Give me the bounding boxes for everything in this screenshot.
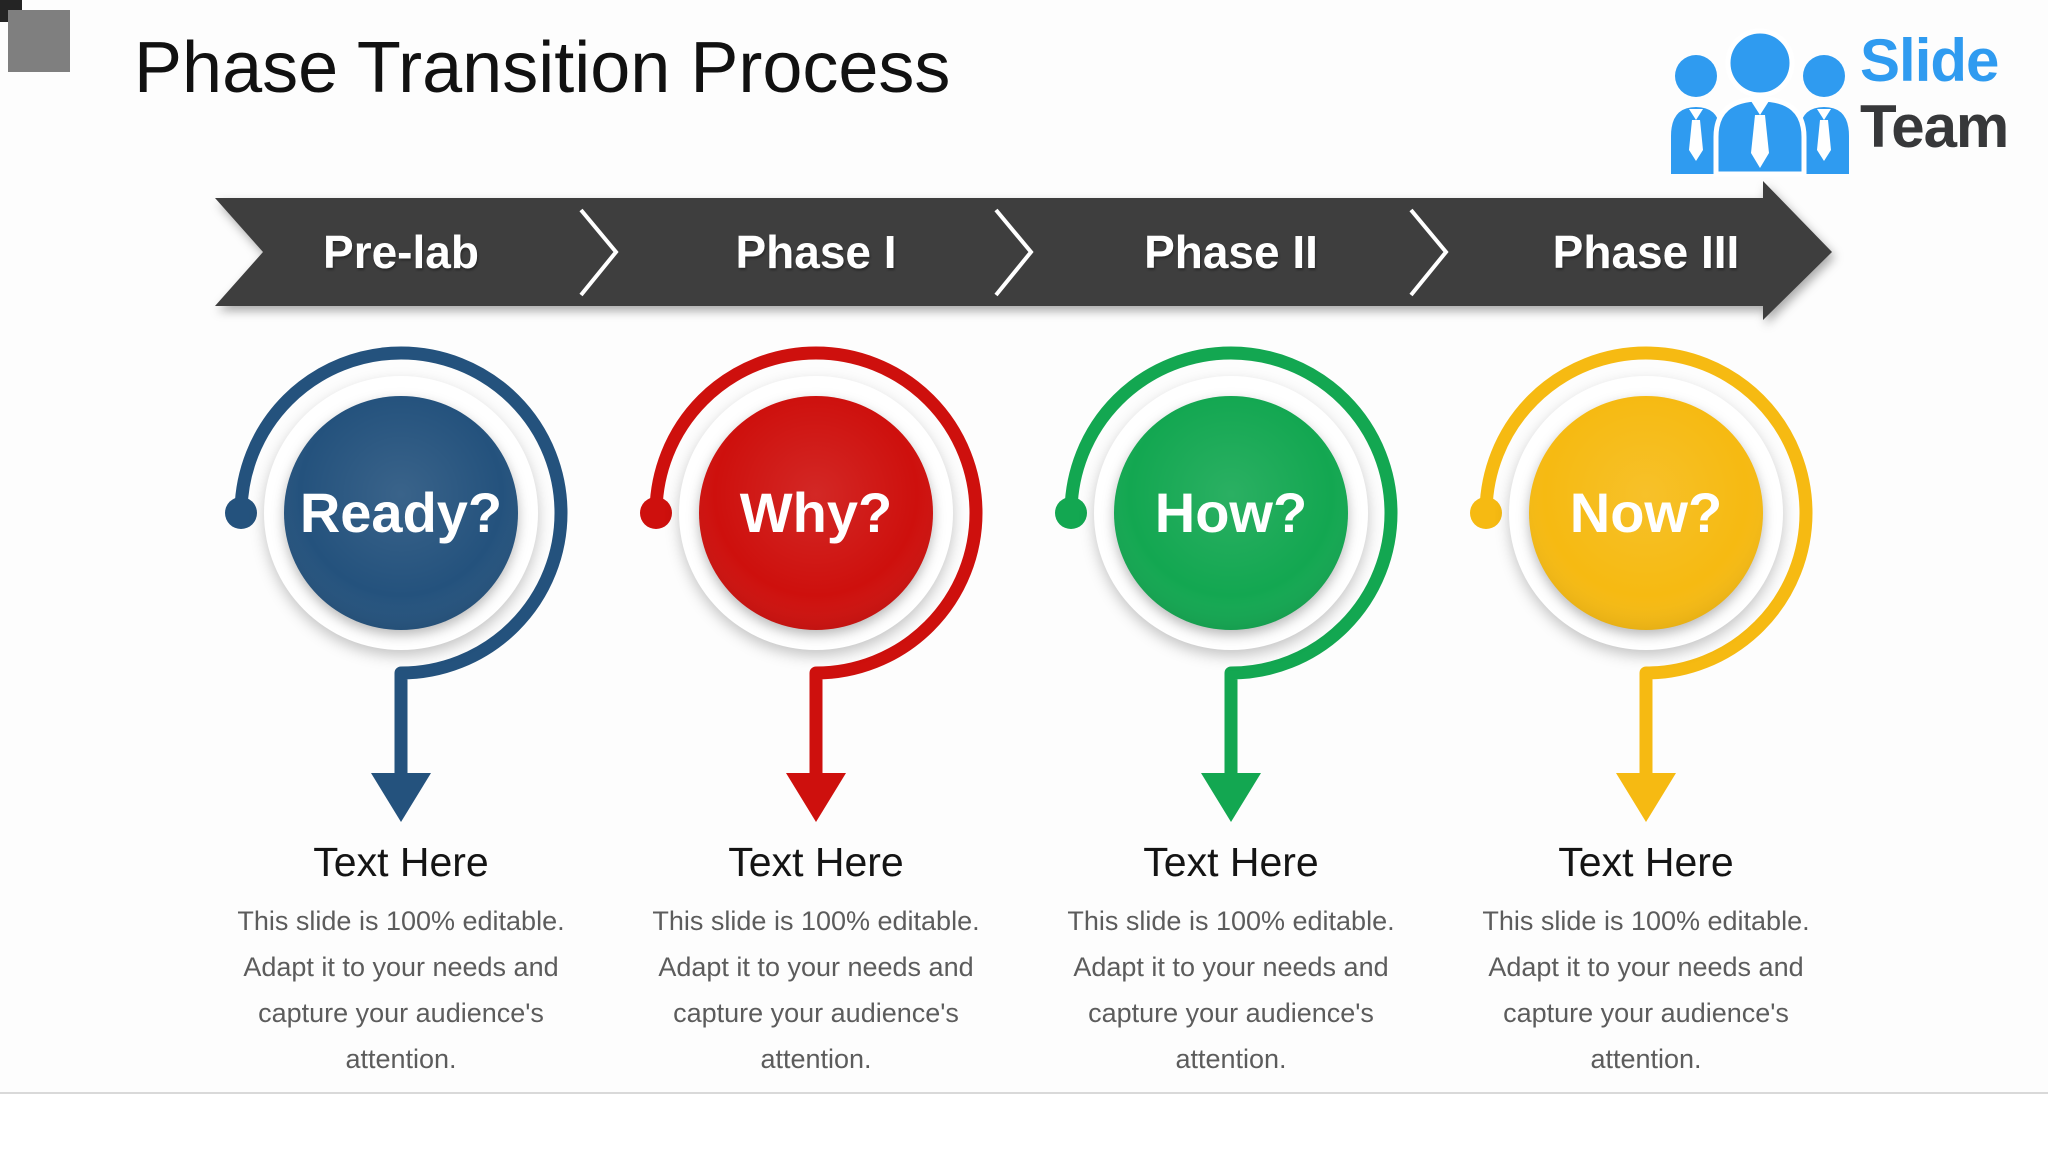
phase-label-phase3: Phase III — [1552, 226, 1740, 278]
step-why: Why? Text Here This slide is 100% editab… — [636, 330, 996, 1150]
progress-dot-icon — [1055, 497, 1087, 529]
progress-dot-icon — [1470, 497, 1502, 529]
logo-text-slide: Slide — [1860, 27, 1999, 94]
phase-label-phase1: Phase I — [735, 226, 897, 278]
circle-arrow-icon — [225, 346, 568, 822]
page-title: Phase Transition Process — [134, 28, 951, 108]
step-heading: Text Here — [313, 839, 489, 885]
slide-bottom-edge — [0, 1092, 2048, 1094]
phase-label-prelab: Pre-lab — [323, 226, 479, 278]
step-question-word: Why? — [739, 481, 893, 544]
chevron-separator-icon — [1409, 208, 1449, 297]
down-arrowhead-icon — [371, 773, 431, 822]
down-arrowhead-icon — [786, 773, 846, 822]
step-ready: Ready? Text Here This slide is 100% edit… — [221, 330, 581, 1150]
logo-text-team: Team — [1860, 93, 2009, 160]
down-arrowhead-icon — [1201, 773, 1261, 822]
chevron-separator-icon — [994, 208, 1034, 297]
chevron-separator-icon — [579, 208, 619, 297]
step-heading: Text Here — [1558, 839, 1734, 885]
step-description: This slide is 100% editable. Adapt it to… — [652, 906, 980, 1074]
step-text-block: Text Here This slide is 100% editable. A… — [1063, 838, 1399, 1082]
step-question-word: Now? — [1569, 481, 1723, 544]
logo-wordmark: Slide Team — [1860, 27, 2009, 160]
progress-dot-icon — [225, 497, 257, 529]
slideteam-logo: Slide Team — [1668, 22, 2009, 177]
step-question-word: Ready? — [299, 481, 503, 544]
step-text-block: Text Here This slide is 100% editable. A… — [1478, 838, 1814, 1082]
step-heading: Text Here — [1143, 839, 1319, 885]
step-question-word: How? — [1154, 481, 1308, 544]
step-description: This slide is 100% editable. Adapt it to… — [1482, 906, 1810, 1074]
step-description: This slide is 100% editable. Adapt it to… — [237, 906, 565, 1074]
circle-arrow-icon — [1055, 346, 1398, 822]
progress-dot-icon — [640, 497, 672, 529]
circle-arrow-icon — [640, 346, 983, 822]
area-below-slide — [0, 1094, 2048, 1152]
step-description: This slide is 100% editable. Adapt it to… — [1067, 906, 1395, 1074]
phase-arrow-banner — [215, 181, 1832, 320]
step-text-block: Text Here This slide is 100% editable. A… — [648, 838, 984, 1082]
step-text-block: Text Here This slide is 100% editable. A… — [233, 838, 569, 1082]
circle-arrow-icon — [1470, 346, 1813, 822]
people-icon — [1671, 28, 1849, 177]
phase-label-phase2: Phase II — [1144, 226, 1318, 278]
banner-arrow-shape — [215, 181, 1832, 320]
step-now: Now? Text Here This slide is 100% editab… — [1466, 330, 1826, 1150]
corner-gray-square — [8, 10, 70, 72]
step-how: How? Text Here This slide is 100% editab… — [1051, 330, 1411, 1150]
down-arrowhead-icon — [1616, 773, 1676, 822]
step-heading: Text Here — [728, 839, 904, 885]
